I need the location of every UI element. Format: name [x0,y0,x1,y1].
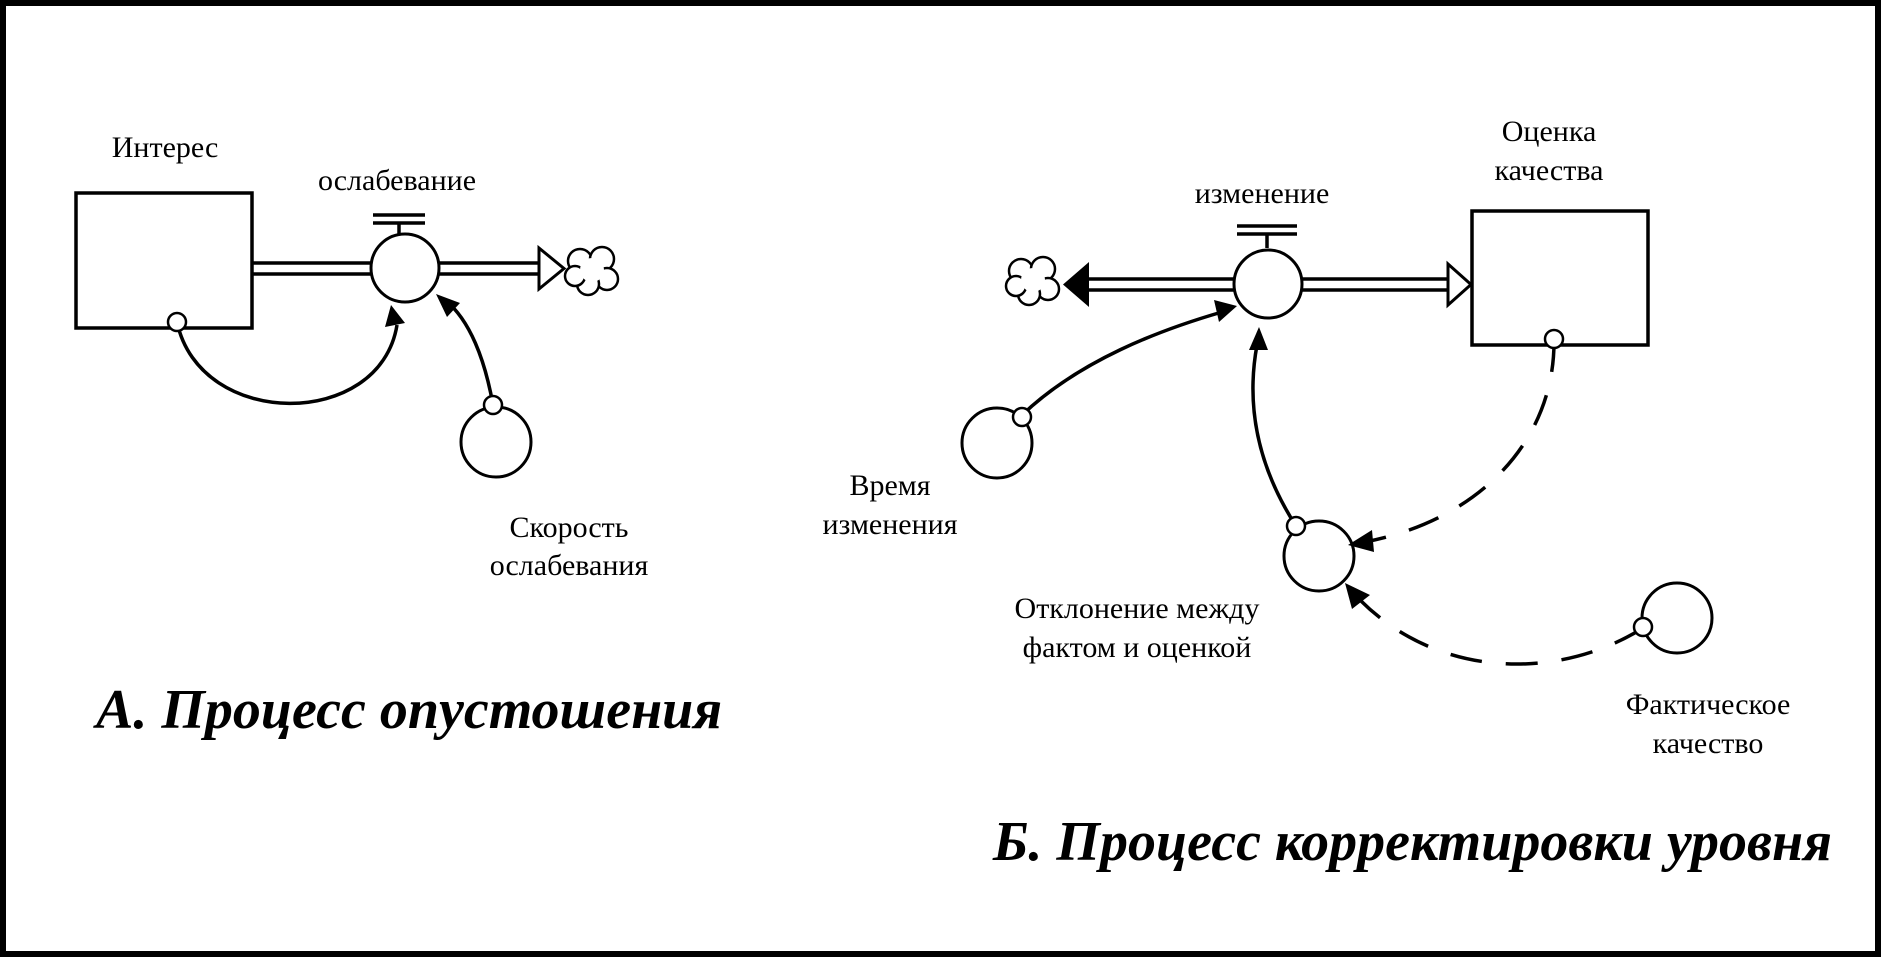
connector-gap-to-valve [1251,344,1298,527]
info-link-stock-to-gap [1364,339,1556,544]
connector-arrowhead [1348,530,1374,552]
info-link-actual-to-gap [1358,598,1644,666]
aux-gap [1282,519,1356,593]
connector-stock-to-valve [175,321,399,406]
connector-arrowhead [1214,300,1237,322]
connector-origin [1632,616,1654,638]
pipe-arrowhead-left [1063,262,1089,307]
connector-origin [482,394,504,416]
flow-valve-circle [1232,248,1304,320]
aux-adjustment-time [960,406,1034,480]
cloud-sink-icon [1004,255,1061,307]
flow-valve-circle [369,232,441,304]
connector-aux-to-valve [443,298,495,406]
aux-gap-label-1: Отклонение между [1015,592,1260,625]
stock-interest-label: Интерес [112,131,219,164]
aux-actual-label-2: качество [1653,727,1764,760]
diagram-b-title: Б. Процесс корректировки уровня [992,811,1832,873]
valve-change [1232,224,1304,320]
aux-decay-rate-label-1: Скорость [510,511,629,544]
aux-gap-label-2: фактом и оценкой [1023,631,1252,664]
outflow-arrowhead [537,244,567,293]
stock-quality-label-1: Оценка [1502,115,1597,148]
flow-change-label: изменение [1195,177,1330,210]
aux-time-label-1: Время [849,469,930,502]
stock-interest [74,191,254,330]
aux-decay-rate [459,405,533,479]
valve-decay [369,213,441,304]
pipe-arrowhead-right [1446,260,1474,309]
aux-time-label-2: изменения [822,508,957,541]
connector-time-to-valve [1020,310,1223,417]
aux-decay-rate-label-2: ослабевания [490,549,649,582]
diagram-a-title: А. Процесс опустошения [93,679,722,741]
connector-origin [166,311,188,333]
stock-quality-estimate [1470,209,1650,347]
diagram-b: Оценка качества изменение [822,115,1832,873]
cloud-sink-icon [563,245,620,297]
connector-origin [1543,328,1565,350]
connector-origin [1285,515,1307,537]
flow-decay-label: ослабевание [318,164,476,197]
connector-arrowhead [436,294,460,317]
aux-actual-quality [1640,581,1714,655]
diagram-a: Интерес ослабевание [74,131,722,741]
stock-quality-label-2: качества [1495,154,1604,187]
connector-arrowhead [385,305,405,327]
connector-origin [1011,406,1033,428]
connector-arrowhead [1345,583,1370,609]
aux-actual-label-1: Фактическое [1626,688,1791,721]
connector-arrowhead [1249,327,1268,350]
